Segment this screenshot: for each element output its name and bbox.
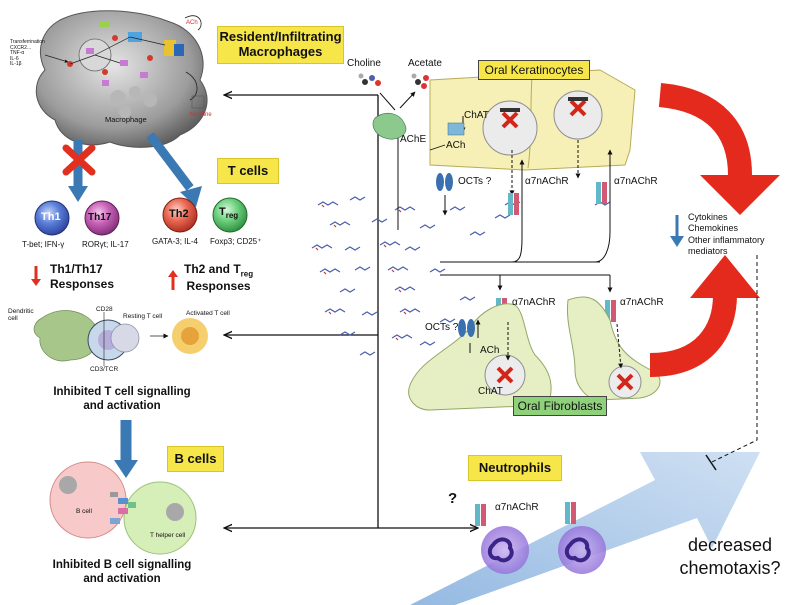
- inhibition-bar: [705, 454, 717, 471]
- choline-molecule: [358, 73, 381, 86]
- activated-t-cell-label: Activated T cell: [186, 310, 230, 317]
- th2-name: Th2: [169, 208, 189, 220]
- neutrophils-label: Neutrophils: [478, 459, 552, 475]
- acetate-label: Acetate: [408, 58, 442, 69]
- cd28-label: CD28: [96, 306, 113, 313]
- th17-markers: RORγt; IL-17: [82, 240, 129, 249]
- th1-markers: T-bet; IFN-γ: [22, 240, 65, 249]
- t-cell-caption: Inhibited T cell signalling and activati…: [53, 386, 191, 413]
- ache-enzyme: [372, 112, 407, 140]
- macrophage-cytokine-list: Transferrination CXCR2... TNF-α IL-6 IL-…: [10, 39, 45, 67]
- octs-label-top: OCTs ?: [458, 176, 492, 187]
- b-cell-label: B cell: [76, 508, 92, 515]
- decreased-chemotaxis-label: decreased chemotaxis?: [679, 535, 781, 578]
- macrophage-nicotine-label: Nicotine: [190, 112, 212, 118]
- th1-th17-responses: Th1/Th17 Responses: [50, 262, 115, 291]
- dendritic-cell-label: Dendritic cell: [8, 308, 34, 323]
- chat-enzyme: [447, 122, 465, 136]
- treg-name: Treg: [219, 206, 239, 221]
- acetate-molecule: [411, 73, 429, 89]
- up-arrow-icon: [168, 270, 178, 277]
- choline-label: Choline: [347, 58, 381, 69]
- neutrophil-question: ?: [448, 490, 458, 507]
- resting-t-cell-label: Resting T cell: [123, 313, 163, 320]
- oral-keratinocytes-label: Oral Keratinocytes: [484, 63, 584, 77]
- neutrophil-cells: [481, 526, 606, 574]
- oral-fibroblasts-label: Oral Fibroblasts: [517, 399, 603, 413]
- a7-label-1: α7nAChR: [525, 176, 569, 187]
- oral-fibroblasts-box: Oral Fibroblasts: [513, 396, 607, 416]
- macrophages-label: Resident/Infiltrating Macrophages: [219, 29, 342, 59]
- treg-cell: [212, 197, 248, 233]
- t-cells-box: T cells: [217, 158, 279, 184]
- macrophage-ach-label: ACh: [186, 20, 198, 26]
- macrophage-cell: [35, 10, 208, 148]
- th1-name: Th1: [41, 211, 61, 223]
- treg-markers: Foxp3; CD25⁺: [210, 237, 262, 246]
- macrophages-box: Resident/Infiltrating Macrophages: [217, 26, 344, 64]
- th1-cell: [34, 200, 70, 236]
- oral-keratinocytes-box: Oral Keratinocytes: [478, 60, 590, 80]
- ache-label: AChE: [400, 134, 427, 145]
- synapse-image: [33, 310, 208, 366]
- keratinocyte-cells: [429, 69, 636, 171]
- cd3-tcr-label: CD3/TCR: [90, 366, 119, 373]
- th2-treg-responses: Th2 and Treg Responses: [184, 262, 254, 294]
- octs-label-bottom: OCTs ?: [425, 322, 459, 333]
- a7-label-neutrophil: α7nAChR: [495, 502, 539, 513]
- b-cell-image: [49, 461, 197, 555]
- chat-label-top: ChAT: [464, 110, 489, 121]
- ach-label-top: ACh: [446, 140, 466, 151]
- red-arrow-upper: [700, 175, 780, 215]
- a7-label-2: α7nAChR: [614, 176, 658, 187]
- b-cells-box: B cells: [167, 446, 224, 472]
- th2-cell: [162, 197, 198, 233]
- a7-label-3: α7nAChR: [512, 297, 556, 308]
- decrease-arrow-icon: [670, 236, 684, 247]
- macrophage-label: Macrophage: [105, 115, 147, 124]
- th2-markers: GATA-3; IL-4: [152, 237, 198, 246]
- mediators-list: Cytokines Chemokines Other inflammatory …: [688, 212, 765, 256]
- fibroblast-cells: [408, 296, 661, 411]
- neutrophils-box: Neutrophils: [468, 455, 562, 481]
- th17-cell: [84, 200, 120, 236]
- blocked-x-icon: [62, 144, 96, 176]
- ach-label-bottom: ACh: [480, 345, 500, 356]
- b-cell-caption: Inhibited B cell signalling and activati…: [52, 559, 192, 586]
- down-arrow-icon: [31, 279, 41, 286]
- t-helper-label: T helper cell: [150, 532, 186, 539]
- t-cells-label: T cells: [227, 162, 269, 178]
- red-arrow-lower: [690, 255, 760, 298]
- a7-label-4: α7nAChR: [620, 297, 664, 308]
- chat-label-bottom: ChAT: [478, 386, 503, 397]
- th17-name: Th17: [88, 212, 112, 223]
- b-cells-label: B cells: [174, 450, 217, 466]
